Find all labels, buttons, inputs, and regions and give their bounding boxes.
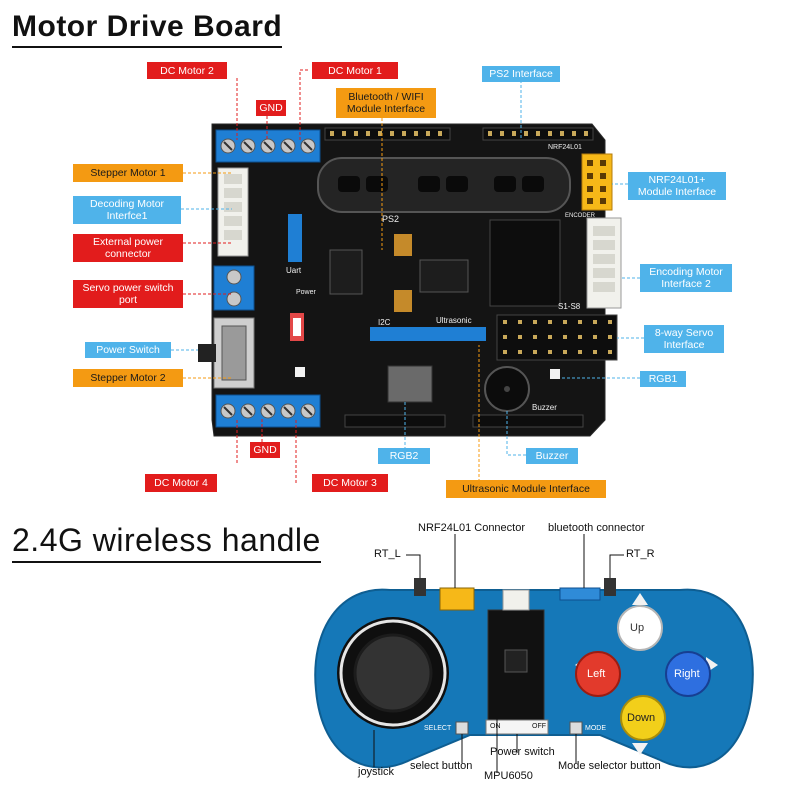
label-stepper-1: Stepper Motor 1 [73, 164, 183, 182]
label-rt-l: RT_L [374, 548, 401, 560]
button-up-label: Up [630, 622, 645, 634]
label-nrf-connector: NRF24L01 Connector [418, 522, 526, 534]
board-leader-lines-blue [171, 80, 644, 456]
silk-i2c: I2C [378, 318, 391, 327]
label-dc-motor-1: DC Motor 1 [312, 62, 398, 79]
label-handle-power-switch: Power switch [490, 746, 555, 758]
motor-drive-board [198, 123, 622, 437]
label-dc-motor-3: DC Motor 3 [312, 474, 388, 492]
label-bt-connector: bluetooth connector [548, 522, 645, 534]
silk-nrf: NRF24L01 [548, 144, 582, 151]
label-gnd-top: GND [256, 100, 286, 116]
label-dc-motor-4: DC Motor 4 [145, 474, 217, 492]
label-dc-motor-2: DC Motor 2 [147, 62, 227, 79]
silk-ultrasonic: Ultrasonic [436, 316, 472, 325]
label-external-power: External power connector [73, 234, 183, 262]
silk-off: OFF [532, 723, 546, 730]
silk-select: SELECT [424, 725, 452, 732]
label-mode-button: Mode selector button [558, 760, 661, 772]
wireless-handle [314, 578, 754, 769]
label-rgb1: RGB1 [640, 371, 686, 387]
button-down-label: Down [627, 712, 656, 724]
label-mpu6050: MPU6050 [484, 770, 533, 782]
silk-buzzer: Buzzer [532, 403, 557, 412]
label-rgb2: RGB2 [378, 448, 430, 464]
button-right-label: Right [674, 668, 700, 680]
silk-uart: Uart [286, 266, 302, 275]
board-leader-lines-red [183, 69, 308, 483]
label-servo-power: Servo power switch port [73, 280, 183, 308]
label-gnd-bottom: GND [250, 442, 280, 458]
handle-leader-lines [373, 534, 624, 773]
label-decoding-motor-1: Decoding Motor Interfce1 [73, 196, 181, 224]
silk-s1s8: S1-S8 [558, 302, 581, 311]
label-select-button: select button [410, 760, 473, 772]
label-ps2: PS2 Interface [482, 66, 560, 82]
label-joystick: joystick [358, 766, 395, 778]
label-ultrasonic: Ultrasonic Module Interface [446, 480, 606, 498]
button-left-label: Left [587, 668, 606, 680]
board-leader-lines-orange [183, 118, 480, 487]
label-power-switch: Power Switch [85, 342, 171, 358]
label-stepper-2: Stepper Motor 2 [73, 369, 183, 387]
silk-on: ON [490, 723, 501, 730]
label-nrf-module: NRF24L01+ Module Interface [628, 172, 726, 200]
label-rt-r: RT_R [626, 548, 655, 560]
silk-mode: MODE [585, 725, 606, 732]
silk-ps2: PS2 [382, 214, 400, 224]
label-encoding-motor-2: Encoding Motor Interface 2 [640, 264, 732, 292]
silk-encoder: ENCODER [565, 213, 596, 219]
silk-power: Power [296, 289, 316, 296]
label-bt-wifi: Bluetooth / WIFI Module Interface [336, 88, 436, 118]
label-servo-8way: 8-way Servo Interface [644, 325, 724, 353]
label-buzzer: Buzzer [526, 448, 578, 464]
board-section-title: Motor Drive Board [12, 10, 283, 48]
handle-section-title: 2.4G wireless handle [12, 522, 321, 563]
